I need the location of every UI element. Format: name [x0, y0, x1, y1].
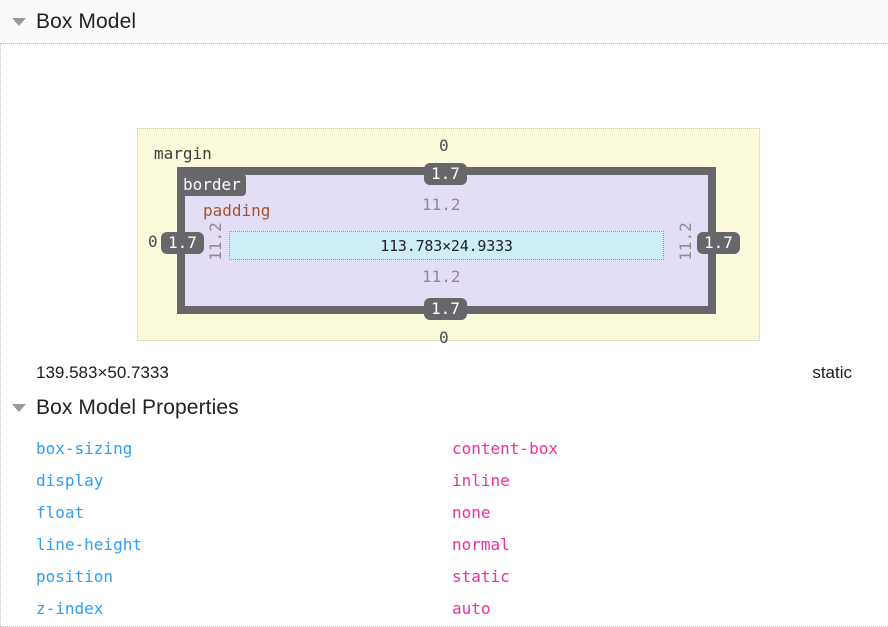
border-region[interactable]: 113.783×24.9333: [177, 167, 716, 314]
box-model-diagram: margin 113.783×24.9333 border padding 0 …: [0, 44, 888, 347]
border-top-value[interactable]: 1.7: [424, 163, 467, 185]
padding-left-value[interactable]: 11.2: [205, 222, 225, 261]
border-left-value[interactable]: 1.7: [161, 232, 204, 254]
property-value[interactable]: auto: [452, 598, 491, 618]
padding-bottom-value[interactable]: 11.2: [422, 267, 461, 286]
box-model-properties-header[interactable]: Box Model Properties: [0, 396, 888, 420]
left-divider: [0, 44, 1, 627]
margin-label: margin: [154, 144, 212, 163]
box-model-summary: 139.583×50.7333 static: [0, 358, 888, 388]
property-name[interactable]: float: [36, 502, 85, 522]
property-value[interactable]: normal: [452, 534, 510, 554]
margin-left-value[interactable]: 0: [148, 232, 158, 251]
table-row[interactable]: float none: [0, 496, 888, 528]
property-name[interactable]: display: [36, 470, 104, 490]
property-value[interactable]: inline: [452, 470, 510, 490]
table-row[interactable]: z-index auto: [0, 592, 888, 624]
property-value[interactable]: content-box: [452, 438, 558, 458]
padding-label: padding: [203, 201, 271, 220]
property-value[interactable]: none: [452, 502, 491, 522]
page-title: Box Model: [36, 9, 137, 33]
property-name[interactable]: z-index: [36, 598, 104, 618]
padding-top-value[interactable]: 11.2: [422, 195, 461, 214]
border-label: border: [178, 174, 246, 196]
margin-top-value[interactable]: 0: [439, 136, 449, 155]
property-name[interactable]: line-height: [36, 534, 142, 554]
position-label: static: [812, 363, 852, 382]
border-bottom-value[interactable]: 1.7: [424, 298, 467, 320]
triangle-down-icon[interactable]: [12, 404, 26, 412]
table-row[interactable]: position static: [0, 560, 888, 592]
table-row[interactable]: display inline: [0, 464, 888, 496]
box-model-panel-header[interactable]: Box Model: [0, 0, 888, 44]
property-value[interactable]: static: [452, 566, 510, 586]
content-region[interactable]: 113.783×24.9333: [229, 231, 664, 260]
padding-right-value[interactable]: 11.2: [675, 222, 695, 261]
properties-section-title: Box Model Properties: [36, 396, 239, 419]
table-row[interactable]: box-sizing content-box: [0, 432, 888, 464]
box-model-properties-list: box-sizing content-box display inline fl…: [0, 432, 888, 624]
total-size-label: 139.583×50.7333: [36, 363, 169, 382]
table-row[interactable]: line-height normal: [0, 528, 888, 560]
content-size-label: 113.783×24.9333: [380, 236, 513, 255]
triangle-down-icon[interactable]: [12, 17, 26, 26]
property-name[interactable]: position: [36, 566, 114, 586]
margin-bottom-value[interactable]: 0: [439, 328, 449, 347]
border-right-value[interactable]: 1.7: [697, 232, 740, 254]
property-name[interactable]: box-sizing: [36, 438, 133, 458]
